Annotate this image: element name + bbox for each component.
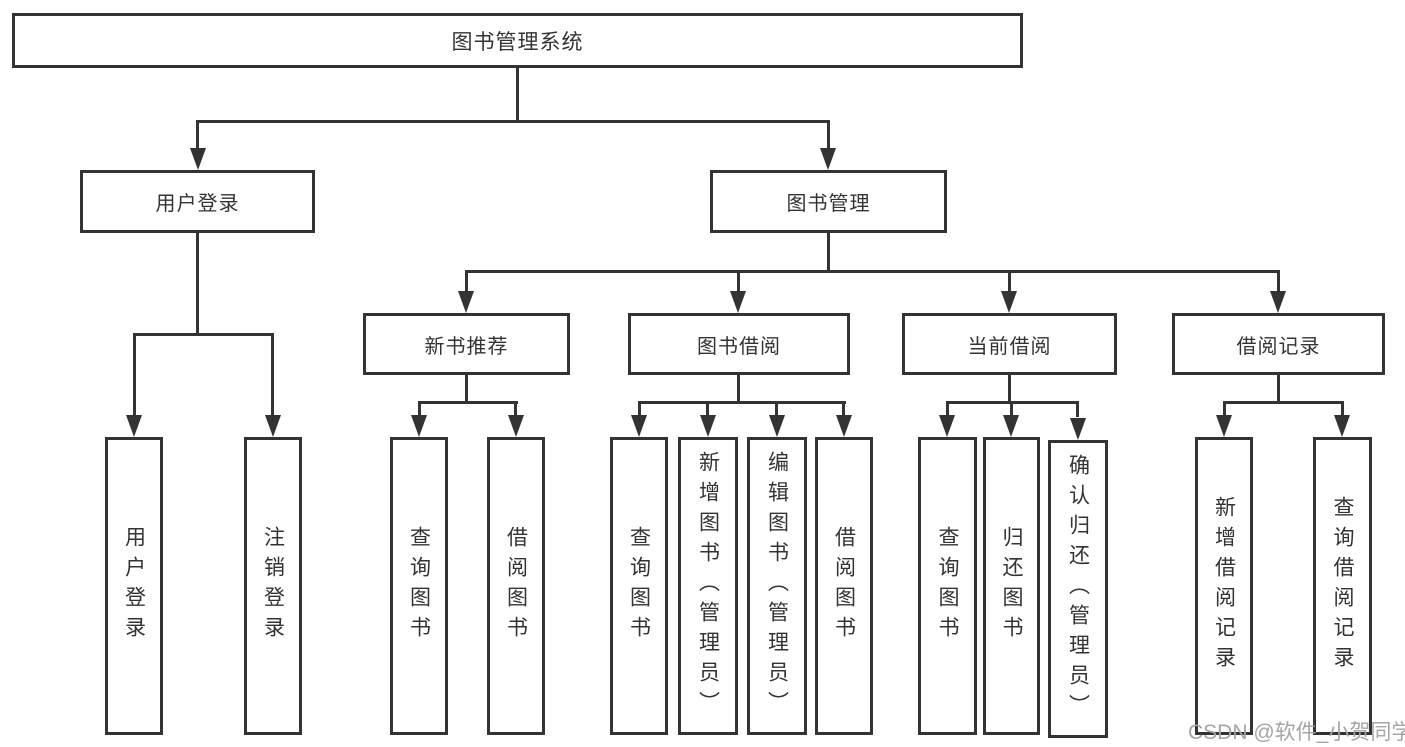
leaf-confirm-return-admin-label: 确认归还（管理员） <box>1066 454 1090 724</box>
connector-line <box>418 401 518 404</box>
arrow-down-icon <box>769 415 785 437</box>
node-current-borrowing: 当前借阅 <box>902 313 1117 375</box>
arrow-down-icon <box>730 291 746 313</box>
arrow-down-icon <box>836 415 852 437</box>
arrow-down-icon <box>700 415 716 437</box>
connector-line <box>638 401 641 417</box>
arrow-down-icon <box>1270 291 1286 313</box>
arrow-down-icon <box>631 415 647 437</box>
leaf-add-borrow-record-label: 新增借阅记录 <box>1212 496 1236 676</box>
arrow-down-icon <box>1070 418 1086 440</box>
node-user-login-label: 用户登录 <box>155 193 240 215</box>
leaf-edit-books-admin-label: 编辑图书（管理员） <box>765 451 789 721</box>
leaf-borrow-books: 借阅图书 <box>815 437 873 735</box>
connector-line <box>418 401 421 417</box>
arrow-down-icon <box>1334 415 1350 437</box>
connector-line <box>196 120 830 123</box>
arrow-down-icon <box>458 291 474 313</box>
connector-line <box>196 231 199 335</box>
node-borrow-records: 借阅记录 <box>1172 313 1385 375</box>
leaf-logout-label: 注销登录 <box>261 526 285 646</box>
connector-line <box>638 401 846 404</box>
node-new-book-recommend-label: 新书推荐 <box>424 335 509 358</box>
leaf-query-books-recommend: 查询图书 <box>390 437 448 735</box>
connector-line <box>465 270 468 295</box>
leaf-query-books-current: 查询图书 <box>918 437 977 735</box>
leaf-borrow-books-recommend: 借阅图书 <box>487 437 545 735</box>
leaf-return-books-label: 归还图书 <box>1000 526 1023 646</box>
arrow-down-icon <box>1003 415 1019 437</box>
node-book-borrowing-label: 图书借阅 <box>697 335 781 358</box>
node-book-borrowing: 图书借阅 <box>628 313 850 375</box>
connector-line <box>465 270 1280 273</box>
connector-line <box>514 401 517 417</box>
leaf-query-books-borrowing: 查询图书 <box>610 437 668 735</box>
connector-line <box>196 120 199 152</box>
leaf-add-books-admin: 新增图书（管理员） <box>678 437 738 735</box>
leaf-return-books: 归还图书 <box>983 437 1040 735</box>
leaf-borrow-books-recommend-label: 借阅图书 <box>504 526 528 646</box>
leaf-query-borrow-record-label: 查询借阅记录 <box>1331 496 1354 676</box>
leaf-query-borrow-record: 查询借阅记录 <box>1313 437 1372 735</box>
connector-line <box>1008 270 1011 295</box>
leaf-add-books-admin-label: 新增图书（管理员） <box>696 451 720 721</box>
arrow-down-icon <box>265 415 281 437</box>
connector-line <box>1010 401 1013 417</box>
connector-line <box>1277 373 1280 403</box>
connector-line <box>827 120 830 152</box>
connector-line <box>737 373 740 403</box>
arrow-down-icon <box>820 148 836 170</box>
node-user-login: 用户登录 <box>80 170 315 233</box>
connector-line <box>842 401 845 417</box>
leaf-logout: 注销登录 <box>244 437 302 735</box>
connector-line <box>271 333 274 417</box>
arrow-down-icon <box>508 415 524 437</box>
leaf-query-books-current-label: 查询图书 <box>936 526 959 646</box>
csdn-watermark: CSDN @软件_小贺同学 <box>1188 721 1405 744</box>
leaf-query-books-borrowing-label: 查询图书 <box>627 526 651 646</box>
connector-line <box>516 66 519 123</box>
arrow-down-icon <box>939 415 955 437</box>
connector-line <box>706 401 709 417</box>
connector-line <box>1341 401 1344 417</box>
node-borrow-records-label: 借阅记录 <box>1236 335 1321 358</box>
node-root-label: 图书管理系统 <box>451 30 584 54</box>
leaf-confirm-return-admin: 确认归还（管理员） <box>1048 440 1108 738</box>
node-current-borrowing-label: 当前借阅 <box>967 335 1052 358</box>
leaf-add-borrow-record: 新增借阅记录 <box>1195 437 1253 735</box>
node-book-management: 图书管理 <box>710 170 947 233</box>
arrow-down-icon <box>1001 291 1017 313</box>
arrow-down-icon <box>190 148 206 170</box>
leaf-edit-books-admin: 编辑图书（管理员） <box>747 437 807 735</box>
connector-line <box>946 401 949 417</box>
connector-line <box>1008 373 1011 403</box>
connector-line <box>737 270 740 295</box>
connector-line <box>1223 401 1344 404</box>
connector-line <box>133 333 136 417</box>
arrow-down-icon <box>1216 415 1232 437</box>
node-book-management-label: 图书管理 <box>786 193 871 215</box>
leaf-user-login-label: 用户登录 <box>122 526 146 646</box>
leaf-query-books-recommend-label: 查询图书 <box>407 526 431 646</box>
node-new-book-recommend: 新书推荐 <box>363 313 570 375</box>
node-root: 图书管理系统 <box>12 13 1023 68</box>
connector-line <box>133 333 274 336</box>
arrow-down-icon <box>126 415 142 437</box>
leaf-borrow-books-label: 借阅图书 <box>832 526 856 646</box>
connector-line <box>1076 401 1079 417</box>
connector-line <box>465 373 468 403</box>
arrow-down-icon <box>411 415 427 437</box>
leaf-user-login: 用户登录 <box>105 437 163 735</box>
connector-line <box>1223 401 1226 417</box>
connector-line <box>775 401 778 417</box>
connector-line <box>827 231 830 272</box>
connector-line <box>1277 270 1280 295</box>
